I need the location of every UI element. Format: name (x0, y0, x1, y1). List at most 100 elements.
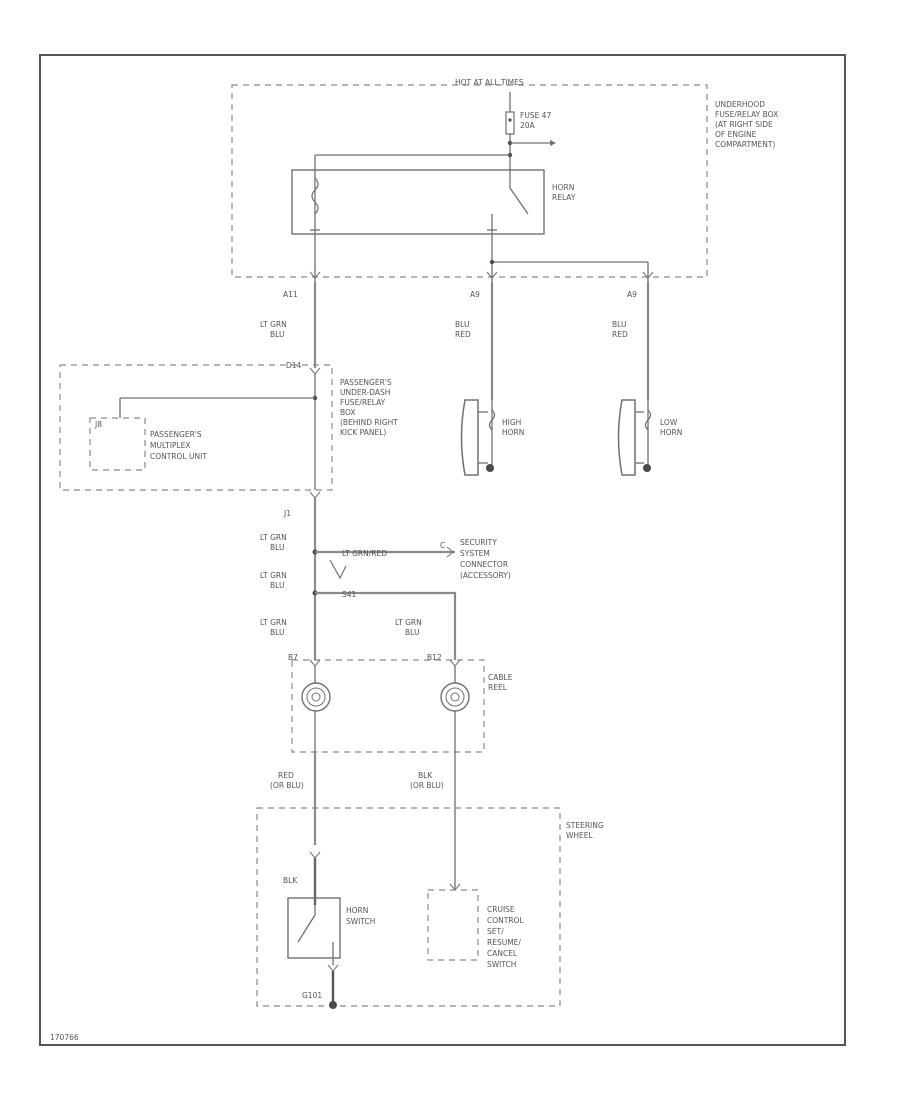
connector-a9-right: A9 (627, 290, 637, 299)
high-horn (460, 399, 496, 476)
connector-marks (309, 271, 654, 279)
cable-reel-label-2: REEL (488, 683, 508, 692)
figure-id: 170766 (50, 1033, 79, 1042)
wire-label-1-lt-grn: LT GRN (260, 533, 287, 542)
wire-label-high-red: RED (455, 330, 471, 339)
low-horn-label-2: HORN (660, 428, 682, 437)
horn-switch-box (287, 897, 341, 959)
underhood-box-outline (231, 84, 708, 278)
underhood-label-5: COMPARTMENT) (715, 140, 775, 149)
wire-label-2-blu: BLU (270, 581, 284, 590)
high-horn-label-2: HORN (502, 428, 524, 437)
cable-reel-label-1: CABLE (488, 673, 513, 682)
underhood-label-3: (AT RIGHT SIDE (715, 120, 773, 129)
wire-label-blk-or-blu: (OR BLU) (410, 781, 444, 790)
cruise-switch-outline (427, 889, 479, 961)
wire-label-blk: BLK (418, 771, 433, 780)
horn-relay-label-1: HORN (552, 183, 574, 192)
horn-relay-internals (310, 154, 529, 240)
ground-g101: G101 (302, 991, 322, 1000)
wire-label-2-lt-grn: LT GRN (260, 571, 287, 580)
connector-c: C (440, 541, 445, 550)
steering-wheel-outline (256, 807, 561, 1007)
ground-g101-symbol (329, 1001, 337, 1009)
steering-wheel-label-2: WHEEL (566, 831, 594, 840)
horn-relay-box (291, 169, 545, 235)
passenger-box-outline (59, 364, 333, 491)
fuse-47 (505, 92, 556, 180)
cable-reel-coil-left (301, 682, 331, 712)
cruise-label-5: CANCEL (487, 949, 518, 958)
connector-a11: A11 (283, 290, 298, 299)
wire-label-high-blu: BLU (455, 320, 469, 329)
connector-d14: D14 (286, 361, 302, 370)
connector-d14-mark (309, 367, 321, 375)
connector-b12-mark (449, 659, 461, 667)
security-connector-label: SECURITY SYSTEM CONNECTOR (ACCESSORY) (460, 538, 511, 580)
wire-label-3-lt-grn: LT GRN (260, 618, 287, 627)
wire-label-4-blu: BLU (405, 628, 419, 637)
underhood-label-2: FUSE/RELAY BOX (715, 110, 778, 119)
wire-label-blu: BLU (270, 330, 284, 339)
horn-relay-label-2: RELAY (552, 193, 576, 202)
cruise-label-4: RESUME/ (487, 938, 521, 947)
ground-connector-mark (327, 964, 339, 972)
connector-j8: J8 (94, 420, 102, 429)
multiplex-unit-outline (89, 417, 146, 471)
wire-label-lt-grn: LT GRN (260, 320, 287, 329)
cruise-switch-label: CRUISE CONTROL SET/ RESUME/ CANCEL SWITC… (487, 905, 524, 969)
fuse-label: FUSE 47 (520, 111, 551, 120)
connector-j1-mark (309, 491, 321, 499)
wire-label-1-blu: BLU (270, 543, 284, 552)
wire-label-4-lt-grn: LT GRN (395, 618, 422, 627)
low-horn (617, 399, 652, 476)
splice-dot-horns (489, 259, 495, 265)
security-label-4: (ACCESSORY) (460, 571, 511, 580)
hot-at-all-times-label: HOT AT ALL TIMES (455, 78, 524, 87)
diagram-border (39, 54, 846, 1046)
cruise-label-1: CRUISE (487, 905, 515, 914)
security-label-1: SECURITY (460, 538, 497, 547)
security-connector-mark (446, 546, 454, 558)
splice-s41: S41 (342, 590, 357, 599)
passenger-label-3: FUSE/RELAY (340, 398, 386, 407)
connector-j1: J1 (283, 509, 291, 518)
connector-a9-left: A9 (470, 290, 480, 299)
security-diode-mark (329, 559, 347, 580)
security-label-3: CONNECTOR (460, 560, 508, 569)
cruise-label-2: CONTROL (487, 916, 524, 925)
horn-switch-label-2: SWITCH (346, 917, 375, 926)
horn-switch-contacts (297, 905, 334, 965)
passenger-label-5: (BEHIND RIGHT (340, 418, 398, 427)
horn-switch-label-1: HORN (346, 906, 368, 915)
connector-b7-mark (309, 659, 321, 667)
underhood-box-label: UNDERHOOD FUSE/RELAY BOX (AT RIGHT SIDE … (715, 100, 778, 149)
fuse-rating: 20A (520, 121, 536, 130)
wire-label-low-blu: BLU (612, 320, 626, 329)
underhood-label-4: OF ENGINE (715, 130, 757, 139)
passenger-label-4: BOX (340, 408, 356, 417)
passenger-label-1: PASSENGER'S (340, 378, 392, 387)
wire-to-cruise-branch (315, 591, 457, 660)
passenger-label-6: KICK PANEL) (340, 428, 386, 437)
horn-switch-connector-mark (309, 851, 321, 859)
cable-reel-coil-right (440, 682, 470, 712)
passenger-label-2: UNDER-DASH (340, 388, 390, 397)
low-horn-label-1: LOW (660, 418, 678, 427)
wire-label-red: RED (278, 771, 294, 780)
cruise-label-6: SWITCH (487, 960, 516, 969)
steering-wheel-label-1: STEERING (566, 821, 604, 830)
wire-label-blk-switch: BLK (283, 876, 298, 885)
passenger-box-label: PASSENGER'S UNDER-DASH FUSE/RELAY BOX (B… (340, 378, 398, 437)
wire-label-low-red: RED (612, 330, 628, 339)
security-label-2: SYSTEM (460, 549, 490, 558)
underhood-label-1: UNDERHOOD (715, 100, 765, 109)
wire-label-3-blu: BLU (270, 628, 284, 637)
cable-reel-outline (291, 659, 485, 753)
multiplex-label-1: PASSENGER'S (150, 430, 202, 439)
wire-label-or-blu: (OR BLU) (270, 781, 304, 790)
connector-b12: B12 (427, 653, 442, 662)
connector-b7: B7 (288, 653, 298, 662)
multiplex-label-2: MULTIPLEX (150, 441, 190, 450)
